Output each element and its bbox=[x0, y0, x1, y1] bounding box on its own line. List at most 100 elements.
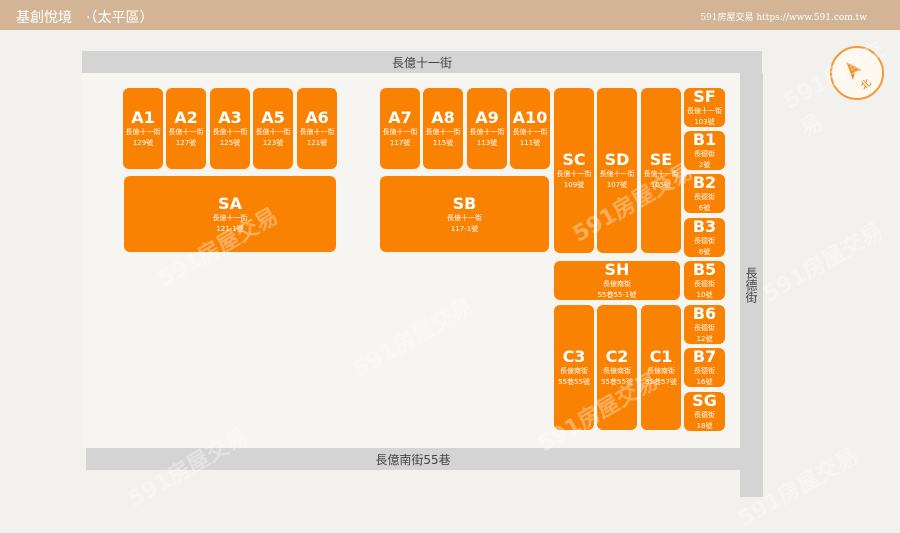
unit-street: 長德街 bbox=[694, 367, 715, 375]
unit-code: SG bbox=[692, 391, 717, 410]
unit-number: 55巷57號 bbox=[645, 378, 677, 386]
unit-number: 123號 bbox=[262, 139, 284, 147]
unit-street: 長億十一街 bbox=[556, 170, 592, 178]
compass: 北 bbox=[830, 46, 884, 100]
unit-street: 長億十一街 bbox=[168, 128, 204, 136]
unit-street: 長億十一街 bbox=[255, 128, 291, 136]
unit-number: 113號 bbox=[476, 139, 498, 147]
unit-number: 115號 bbox=[432, 139, 454, 147]
unit-number: 129號 bbox=[132, 139, 154, 147]
unit-street: 長億十一街 bbox=[599, 170, 635, 178]
unit-number: 12號 bbox=[696, 335, 713, 343]
unit-street: 長德街 bbox=[694, 280, 715, 288]
unit-code: A5 bbox=[261, 108, 285, 127]
unit-street: 長德街 bbox=[694, 411, 715, 419]
unit-number: 8號 bbox=[698, 248, 711, 256]
site-credit: 591房屋交易 https://www.591.com.tw bbox=[700, 13, 867, 23]
north-arrow-icon bbox=[846, 62, 862, 80]
unit-number: 125號 bbox=[219, 139, 241, 147]
unit-number: 105號 bbox=[650, 181, 672, 189]
unit-street: 長億十一街 bbox=[212, 213, 248, 222]
unit-street: 長億十一街 bbox=[447, 213, 482, 222]
unit-code: A10 bbox=[512, 108, 548, 127]
unit-code: C3 bbox=[562, 347, 586, 366]
unit-number: 2號 bbox=[698, 161, 711, 169]
unit-number: 55巷55-1號 bbox=[597, 291, 637, 299]
unit-number: 117號 bbox=[389, 139, 411, 147]
unit-number: 16號 bbox=[696, 378, 713, 386]
unit-number: 121-1號 bbox=[216, 224, 244, 233]
road-top: 長億十一街 bbox=[82, 51, 762, 73]
unit-code: C1 bbox=[649, 347, 673, 366]
road-bottom-label: 長億南街55巷 bbox=[375, 452, 451, 467]
unit-street: 長億十一街 bbox=[299, 128, 335, 136]
unit-code: B5 bbox=[692, 260, 717, 279]
unit-street: 長億十一街 bbox=[425, 128, 461, 136]
unit-code: B2 bbox=[692, 173, 717, 192]
unit-street: 長億南街 bbox=[603, 280, 631, 288]
unit-street: 長億十一街 bbox=[125, 128, 161, 136]
road-right: 長德街 bbox=[740, 73, 763, 497]
unit-number: 55巷55號 bbox=[558, 378, 590, 386]
unit-street: 長德街 bbox=[694, 150, 715, 158]
unit-code: A3 bbox=[218, 108, 242, 127]
watermark: 591房屋交易 bbox=[758, 218, 888, 308]
unit-code: SC bbox=[562, 150, 586, 169]
unit-code: A7 bbox=[388, 108, 412, 127]
unit-number: 6號 bbox=[698, 204, 711, 212]
unit-street: 長德街 bbox=[694, 324, 715, 332]
unit-code: B1 bbox=[692, 130, 717, 149]
road-top-label: 長億十一街 bbox=[391, 55, 452, 70]
unit-street: 長億十一街 bbox=[512, 128, 548, 136]
unit-code: B3 bbox=[692, 217, 717, 236]
unit-code: SE bbox=[649, 150, 673, 169]
unit-code: A9 bbox=[475, 108, 499, 127]
unit-number: 117-1號 bbox=[450, 224, 479, 233]
road-bottom: 長億南街55巷 bbox=[86, 448, 740, 470]
unit-code: SA bbox=[218, 193, 242, 213]
unit-number: 107號 bbox=[606, 181, 628, 189]
unit-street: 長德街 bbox=[694, 237, 715, 245]
unit-street: 長億南街 bbox=[603, 367, 631, 375]
unit-code: A6 bbox=[305, 108, 329, 127]
unit-code: SB bbox=[452, 193, 477, 213]
unit-number: 55巷55號 bbox=[601, 378, 633, 386]
unit-street: 長億十一街 bbox=[643, 170, 679, 178]
unit-number: 111號 bbox=[519, 139, 541, 147]
unit-number: 127號 bbox=[175, 139, 197, 147]
page-title: 基創悅境 ·（太平區） bbox=[16, 10, 154, 26]
unit-street: 長億十一街 bbox=[469, 128, 505, 136]
unit-number: 10號 bbox=[696, 291, 713, 299]
unit-street: 長德街 bbox=[694, 193, 715, 201]
unit-street: 長億十一街 bbox=[382, 128, 418, 136]
unit-code: B7 bbox=[692, 347, 717, 366]
unit-street: 長億十一街 bbox=[212, 128, 248, 136]
header: 基創悅境 ·（太平區） 591房屋交易 https://www.591.com.… bbox=[0, 0, 900, 30]
